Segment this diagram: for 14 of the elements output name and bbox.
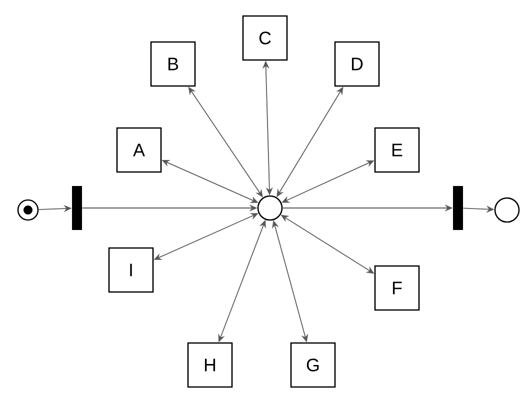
transition-bar [453,186,463,230]
token-place [17,199,39,221]
box: C [242,15,288,61]
box: H [187,342,233,388]
box: B [150,41,196,87]
place-circle [494,197,520,223]
box: D [334,41,380,87]
place-circle [257,195,283,221]
box: A [116,127,162,173]
transition-bar [72,186,82,230]
box: F [374,265,420,311]
box: I [108,247,154,293]
box: G [290,342,336,388]
box: E [374,127,420,173]
